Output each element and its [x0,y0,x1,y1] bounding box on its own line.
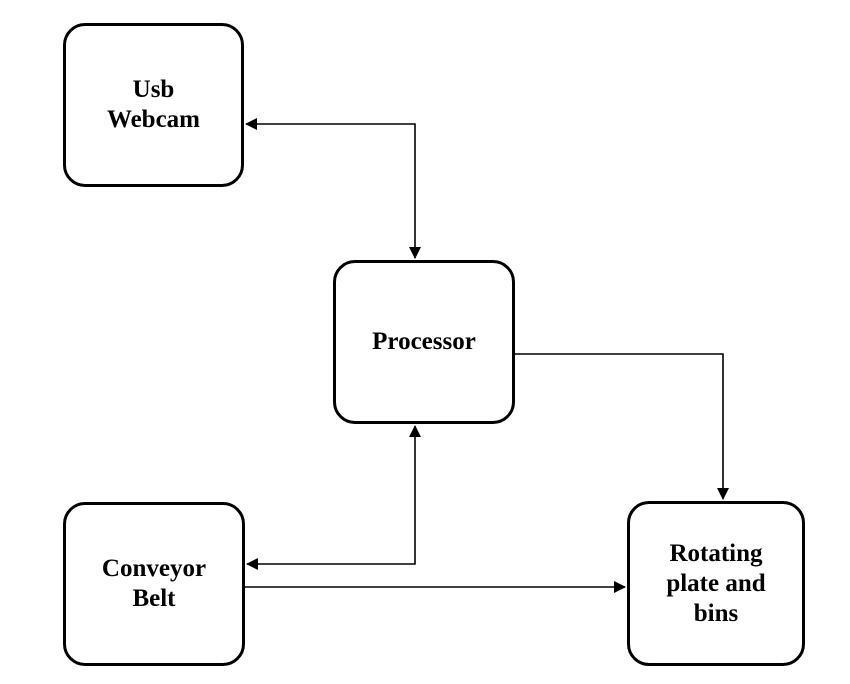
node-label-usb-webcam: Usb Webcam [106,76,201,133]
node-processor: Processor [333,260,515,424]
node-label-rotating-plate-and-bins: Rotating plate and bins [666,539,766,627]
node-label-processor: Processor [372,328,476,355]
node-rotating-plate-and-bins: Rotating plate and bins [627,501,805,666]
edge-webcam-processor [245,118,421,259]
node-usb-webcam: Usb Webcam [63,23,244,187]
node-label-conveyor-belt: Conveyor Belt [101,555,207,612]
node-conveyor-belt: Conveyor Belt [63,502,245,666]
edge-processor-conveyor [246,425,421,570]
edge-processor-rotating-plate [515,353,729,500]
